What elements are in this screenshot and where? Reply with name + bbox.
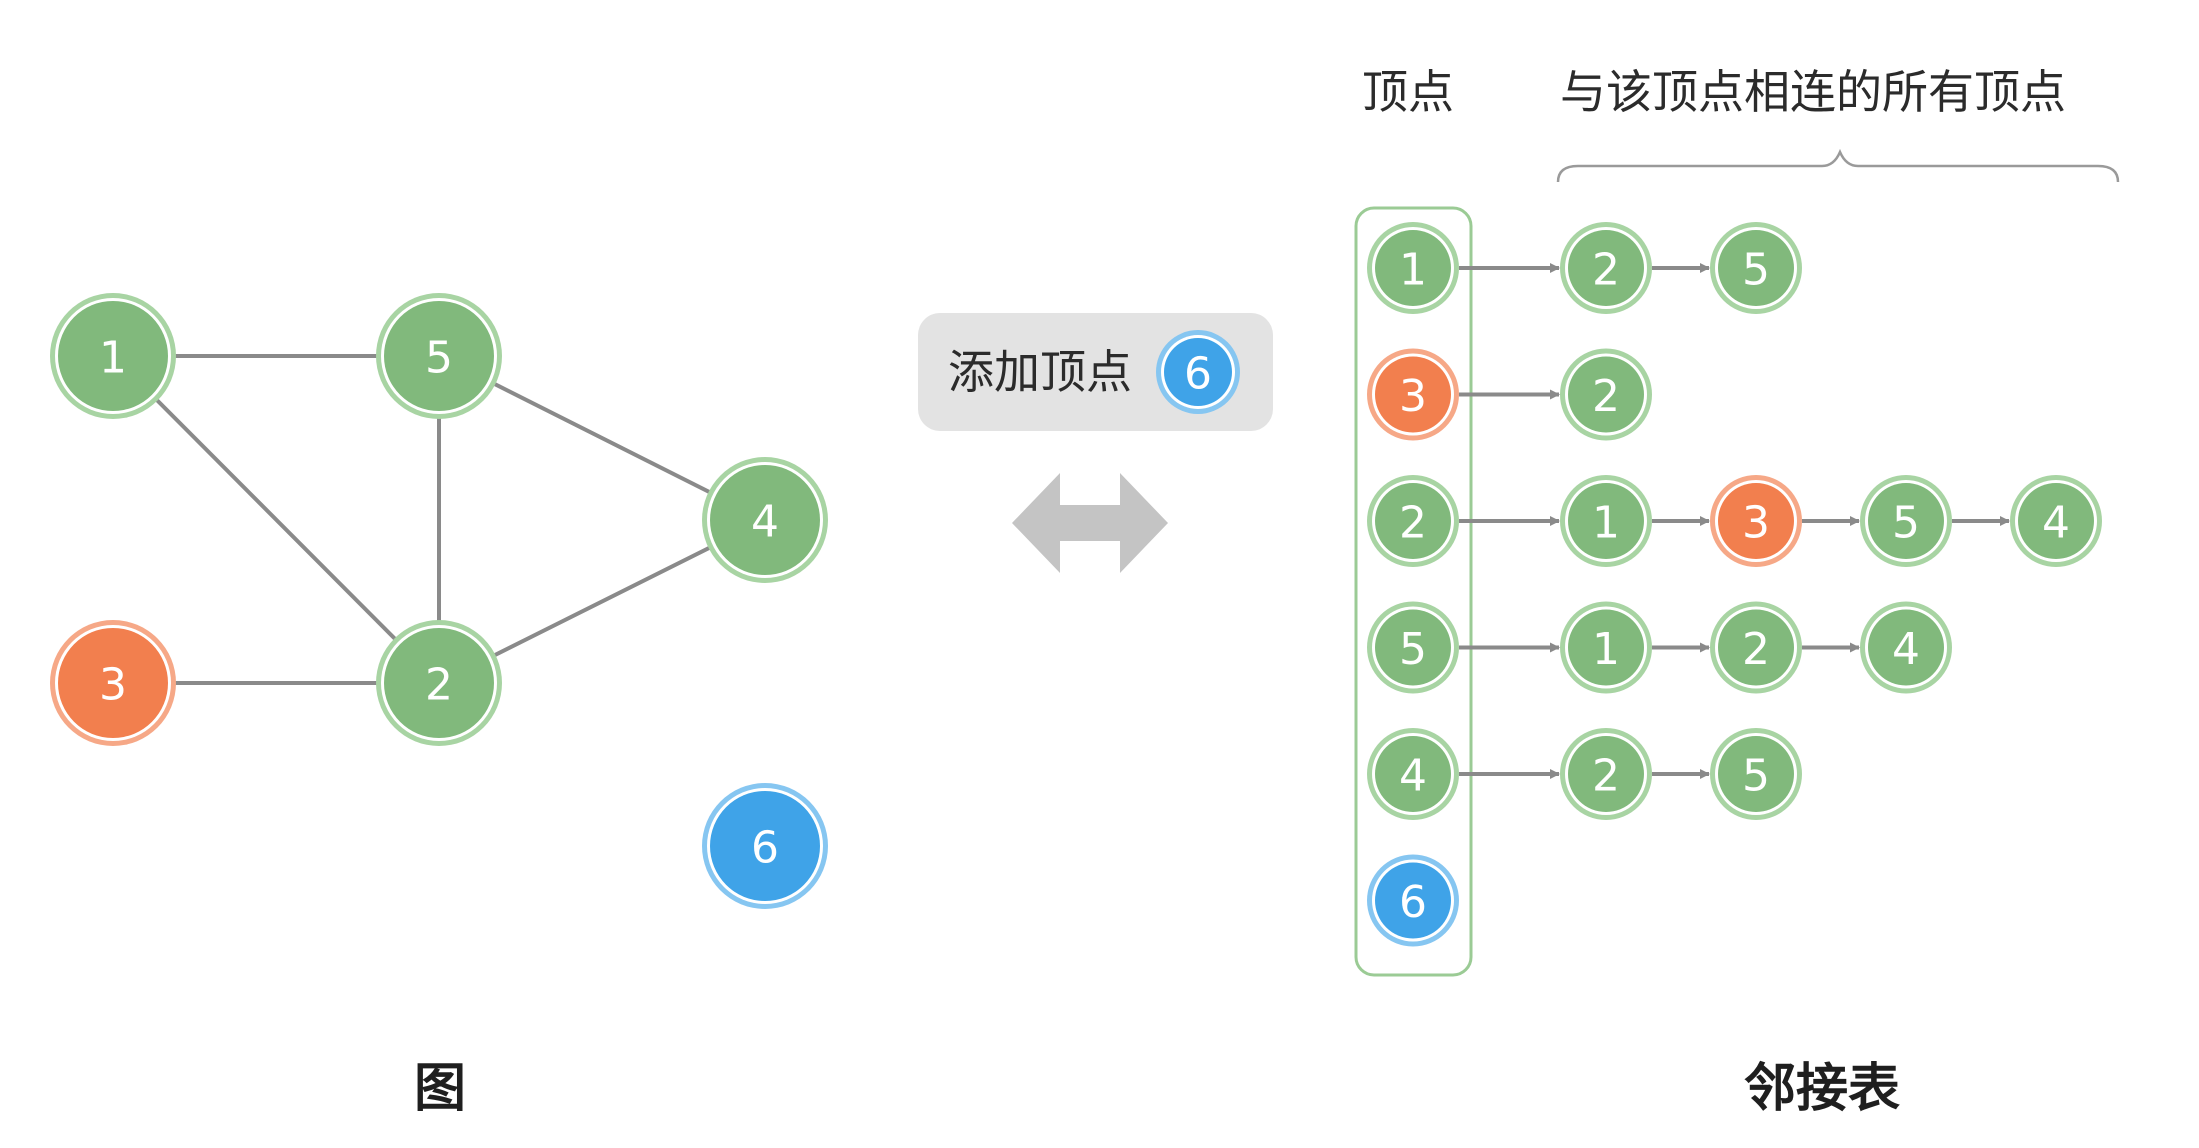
neighbor-node-2-1-core [1568, 483, 1644, 559]
neighbor-node-3-2-core [1568, 356, 1644, 433]
graph-node-5: 5 [376, 293, 502, 419]
neighbor-node-4-5-label: 5 [1742, 751, 1770, 802]
graph-node-1-label: 1 [99, 333, 127, 384]
neighbor-node-2-3: 3 [1710, 475, 1802, 567]
operation-label: 添加顶点 [948, 345, 1132, 399]
neighbor-node-5-4-core [1868, 609, 1944, 686]
neighbor-node-2-4: 4 [2010, 475, 2102, 567]
adjacency-row-2: 2 1 3 5 4 [1367, 475, 2102, 567]
adjacency-row-5: 5 1 2 4 [1367, 601, 1952, 694]
neighbor-node-2-1: 1 [1560, 475, 1652, 567]
neighbor-node-2-5: 5 [1860, 475, 1952, 567]
graph-node-5-label: 5 [425, 333, 453, 384]
neighbor-node-2-5-core [1868, 483, 1944, 559]
adjacency-row-1: 1 2 5 [1367, 222, 1802, 314]
graph-node-2: 2 [376, 620, 502, 746]
graph-node-6: 6 [702, 783, 828, 909]
vertex-node-2-label: 2 [1399, 498, 1427, 549]
neighbor-node-5-1-core [1568, 609, 1644, 686]
neighbor-node-5-2: 2 [1710, 601, 1802, 694]
vertex-node-1: 1 [1367, 222, 1459, 314]
neighbor-node-2-4-label: 4 [2042, 498, 2070, 549]
neighbor-node-2-3-label: 3 [1742, 498, 1770, 549]
neighbor-node-1-2: 2 [1560, 222, 1652, 314]
vertex-column-box [1354, 206, 1473, 977]
neighbor-node-3-2-label: 2 [1592, 371, 1620, 422]
vertex-node-6-label: 6 [1399, 877, 1427, 928]
graph-node-3: 3 [50, 620, 176, 746]
vertex-node-1-label: 1 [1399, 245, 1427, 296]
neighbor-node-2-5-label: 5 [1892, 498, 1920, 549]
operation-node-6-label: 6 [1184, 349, 1212, 400]
adjacency-list-caption: 邻接表 [1744, 1059, 1900, 1119]
neighbor-node-5-2-label: 2 [1742, 624, 1770, 675]
vertex-node-6-core [1375, 862, 1451, 939]
header-vertex: 顶点 [1362, 65, 1454, 119]
graph-node-1: 1 [50, 293, 176, 419]
vertex-node-3: 3 [1367, 348, 1459, 441]
neighbor-node-2-3-core [1718, 483, 1794, 559]
graph-nodes: 1 5 4 3 2 6 [50, 293, 828, 909]
operation-node-6: 6 [1156, 330, 1240, 414]
operation-node: 6 [1156, 330, 1240, 414]
graph-node-3-label: 3 [99, 660, 127, 711]
neighbor-node-4-2: 2 [1560, 728, 1652, 820]
header-neighbors: 与该顶点相连的所有顶点 [1560, 65, 2066, 119]
neighbor-node-5-1-label: 1 [1592, 624, 1620, 675]
graph-node-1-core [58, 301, 168, 411]
graph-node-2-label: 2 [425, 660, 453, 711]
vertex-node-4: 4 [1367, 728, 1459, 820]
neighbor-node-5-4: 4 [1860, 601, 1952, 694]
neighbor-node-1-2-label: 2 [1592, 245, 1620, 296]
adjacency-row-4: 4 2 5 [1367, 728, 1802, 820]
neighbor-node-2-4-core [2018, 483, 2094, 559]
neighbor-node-3-2: 2 [1560, 348, 1652, 441]
neighbor-node-1-2-core [1568, 230, 1644, 306]
neighbor-node-1-5-core [1718, 230, 1794, 306]
neighbor-node-5-4-label: 4 [1892, 624, 1920, 675]
neighbor-node-4-5: 5 [1710, 728, 1802, 820]
graph-node-3-core [58, 628, 168, 738]
vertex-node-2: 2 [1367, 475, 1459, 567]
vertex-node-6: 6 [1367, 854, 1459, 947]
neighbor-node-5-1: 1 [1560, 601, 1652, 694]
graph-node-4-label: 4 [751, 497, 779, 548]
graph-node-6-core [710, 791, 820, 901]
vertex-node-3-label: 3 [1399, 371, 1427, 422]
vertex-node-4-core [1375, 736, 1451, 812]
operation-panel: 添加顶点 6 [918, 313, 1273, 431]
graph-node-2-core [384, 628, 494, 738]
graph-caption: 图 [414, 1059, 466, 1119]
adjacency-row-6: 6 [1367, 854, 1459, 947]
vertex-node-4-label: 4 [1399, 751, 1427, 802]
operation-node-6-core [1164, 338, 1232, 406]
vertex-node-1-core [1375, 230, 1451, 306]
neighbor-node-1-5-label: 5 [1742, 245, 1770, 296]
vertex-node-5-core [1375, 609, 1451, 686]
neighbor-node-4-2-label: 2 [1592, 751, 1620, 802]
graph-node-5-core [384, 301, 494, 411]
neighbor-node-1-5: 5 [1710, 222, 1802, 314]
graph-node-4: 4 [702, 457, 828, 583]
vertex-node-3-core [1375, 356, 1451, 433]
neighbor-node-5-2-core [1718, 609, 1794, 686]
vertex-node-5: 5 [1367, 601, 1459, 694]
neighbors-brace [1556, 148, 2120, 183]
vertex-node-5-label: 5 [1399, 624, 1427, 675]
double-arrow-icon [1012, 473, 1168, 573]
graph-node-4-core [710, 465, 820, 575]
graph-edge-1-2 [111, 354, 441, 685]
neighbor-node-4-2-core [1568, 736, 1644, 812]
neighbor-node-4-5-core [1718, 736, 1794, 812]
neighbor-node-2-1-label: 1 [1592, 498, 1620, 549]
vertex-node-2-core [1375, 483, 1451, 559]
graph-node-6-label: 6 [751, 823, 779, 874]
